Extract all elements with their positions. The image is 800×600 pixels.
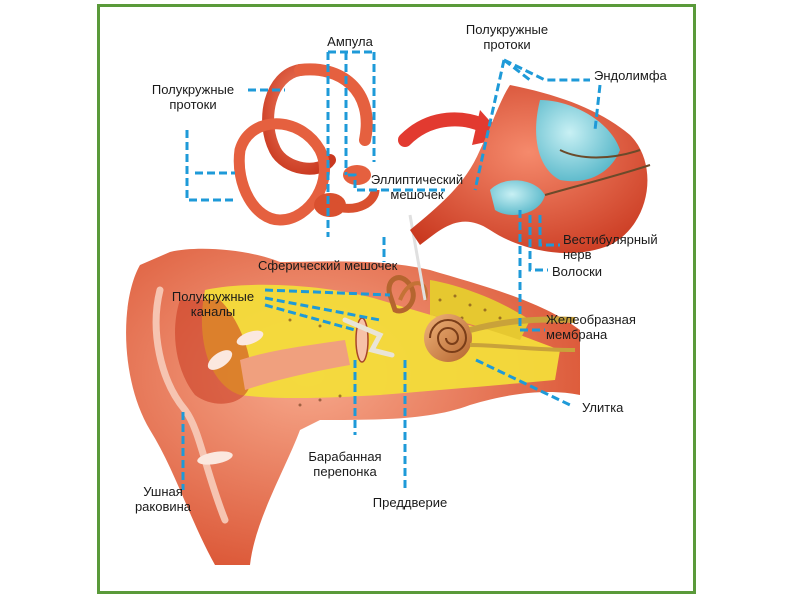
label-vestibular-nerve: Вестибулярный нерв: [563, 232, 658, 262]
ampulla-magnified: [410, 85, 651, 254]
label-semicircular-canals: Полукружные каналы: [171, 289, 255, 319]
label-ampulla: Ампула: [327, 34, 373, 49]
label-spherical-sac: Сферический мешочек: [258, 258, 398, 273]
label-endolymph: Эндолимфа: [594, 68, 667, 83]
label-cochlea: Улитка: [582, 400, 624, 415]
label-elliptical-sac: Эллиптический мешочек: [370, 172, 464, 202]
label-semicircular-ducts-left: Полукружные протоки: [151, 82, 235, 112]
labyrinth-detail: [233, 63, 380, 226]
cochlea-drawing: [424, 314, 472, 362]
label-semicircular-ducts-right: Полукружные протоки: [465, 22, 549, 52]
label-vestibule: Преддверие: [372, 495, 448, 510]
label-hairs: Волоски: [552, 264, 603, 279]
label-gelatinous-membrane: Желеобразная мембрана: [546, 312, 636, 342]
label-auricle: Ушная раковина: [134, 484, 192, 514]
label-eardrum: Барабанная перепонка: [308, 449, 382, 479]
leader-lines: [181, 50, 602, 490]
